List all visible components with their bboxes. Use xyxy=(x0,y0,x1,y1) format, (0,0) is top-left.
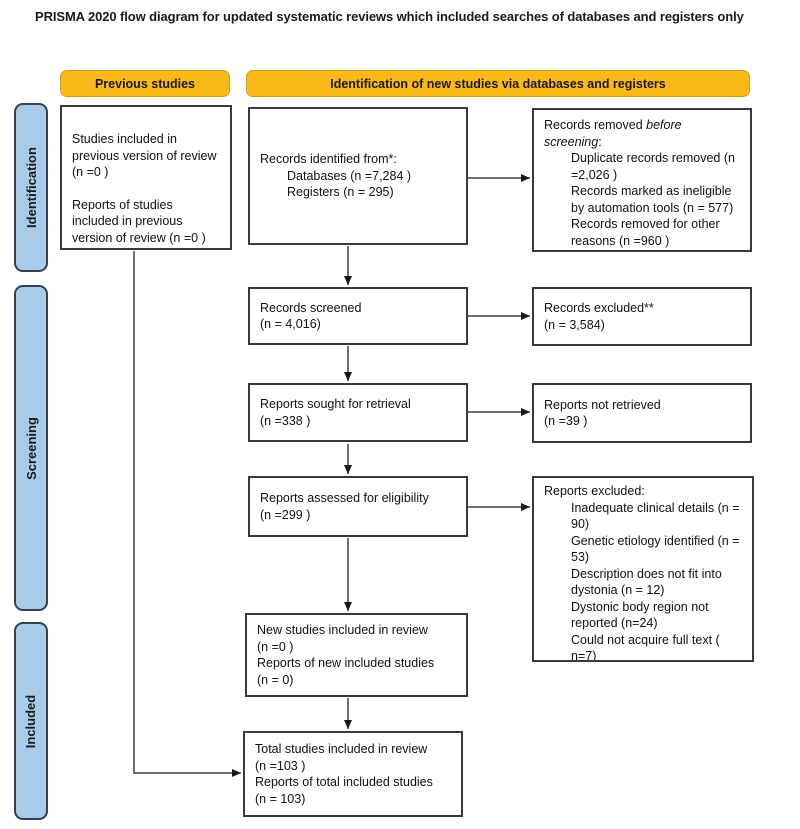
box-line: (n = 3,584) xyxy=(544,317,605,332)
title-italic-text: before screening xyxy=(544,118,682,149)
box-line: Reports assessed for eligibility xyxy=(260,491,429,505)
box-line: (n =39 ) xyxy=(544,414,588,428)
box-title: Records identified from*: xyxy=(260,152,397,167)
header-label: Previous studies xyxy=(94,76,196,91)
arrow-previous-to-total xyxy=(133,251,241,777)
new-studies-included-box: New studies included in review (n =0 ) R… xyxy=(245,613,468,697)
box-item: Registers (n = 295) xyxy=(287,185,394,200)
stage-label-included: Included xyxy=(14,622,48,820)
total-studies-included-box: Total studies included in review (n =103… xyxy=(243,731,463,817)
records-removed-box: Records removed before screening: Duplic… xyxy=(532,108,752,252)
box-line: (n = 0) xyxy=(257,672,294,687)
diagram-title: PRISMA 2020 flow diagram for updated sys… xyxy=(35,9,744,24)
stage-label-text: Included xyxy=(23,694,39,748)
reports-assessed-box: Reports assessed for eligibility (n =299… xyxy=(248,476,468,537)
box-item: Inadequate clinical details (n = 90) xyxy=(571,500,740,532)
box-item: Dystonic body region not reported (n=24) xyxy=(571,599,709,631)
box-item: Genetic etiology identified (n = 53) xyxy=(571,533,740,565)
title-text: Records removed xyxy=(544,118,647,132)
box-item: Could not acquire full text ( n=7) xyxy=(571,632,720,662)
box-item: Records marked as ineligible by automati… xyxy=(571,184,734,215)
box-line: Reports of total included studies xyxy=(255,775,433,789)
records-identified-box: Records identified from*: Databases (n =… xyxy=(248,107,468,245)
box-line: (n =299 ) xyxy=(260,507,311,522)
box-line: Studies included in previous version of … xyxy=(72,132,217,179)
box-line: (n = 103) xyxy=(255,791,306,806)
stage-label-identification: Identification xyxy=(14,103,48,272)
box-item: Description does not fit into dystonia (… xyxy=(571,566,722,598)
box-item: Duplicate records removed (n =2,026 ) xyxy=(571,151,735,182)
box-line: Records screened xyxy=(260,300,362,315)
box-line: Reports of new included studies xyxy=(257,656,435,670)
box-line: (n =0 ) xyxy=(257,639,294,654)
stage-label-text: Identification xyxy=(23,147,39,228)
box-item: Databases (n =7,284 ) xyxy=(287,168,412,183)
box-line: Reports not retrieved xyxy=(544,397,661,412)
records-screened-box: Records screened (n = 4,016) xyxy=(248,287,468,345)
stage-label-text: Screening xyxy=(23,416,39,480)
box-item: Records removed for other reasons (n =96… xyxy=(571,217,720,248)
reports-excluded-box: Reports excluded: Inadequate clinical de… xyxy=(532,476,754,662)
box-title: Records removed before screening: xyxy=(544,117,736,150)
box-line: Records excluded** xyxy=(544,301,654,315)
box-line: Reports of studies included in previous … xyxy=(72,197,206,245)
box-line: (n =103 ) xyxy=(255,758,306,773)
box-line: (n = 4,016) xyxy=(260,317,321,331)
header-identification-new-studies: Identification of new studies via databa… xyxy=(246,70,750,97)
title-text: : xyxy=(598,134,602,149)
box-line: (n =338 ) xyxy=(260,413,311,428)
reports-not-retrieved-box: Reports not retrieved (n =39 ) xyxy=(532,383,752,443)
records-excluded-box: Records excluded** (n = 3,584) xyxy=(532,287,752,346)
reports-sought-box: Reports sought for retrieval (n =338 ) xyxy=(248,383,468,442)
header-label: Identification of new studies via databa… xyxy=(330,76,666,91)
box-line: Reports sought for retrieval xyxy=(260,397,411,411)
box-line: Total studies included in review xyxy=(255,742,428,756)
previous-studies-box: Studies included in previous version of … xyxy=(60,105,232,250)
box-title: Reports excluded: xyxy=(544,484,645,498)
header-previous-studies: Previous studies xyxy=(60,70,230,97)
stage-label-screening: Screening xyxy=(14,285,48,611)
box-line: New studies included in review xyxy=(257,623,428,637)
